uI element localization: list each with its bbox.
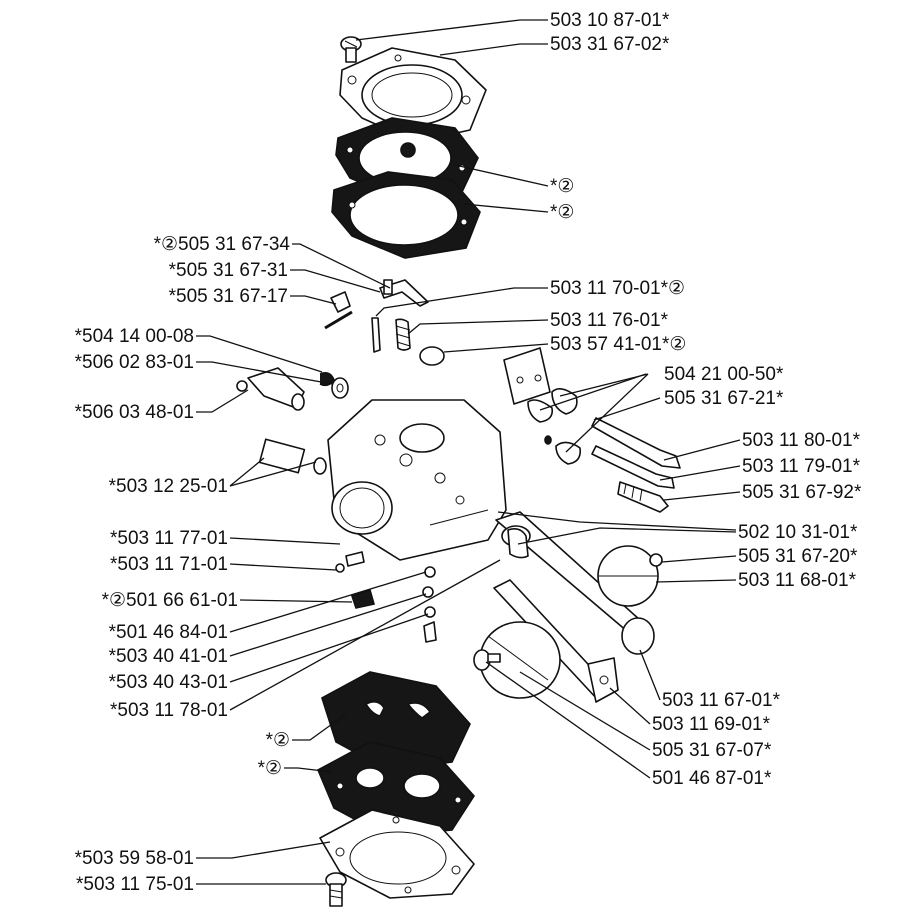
part-label: 505 31 67-92* (742, 482, 862, 503)
part-label: 503 11 80-01* (742, 430, 861, 451)
part-label: 502 10 31-01* (738, 522, 858, 543)
part-label: 503 11 76-01* (550, 310, 669, 331)
part-label: *503 59 58-01 (75, 848, 194, 869)
part-label: *503 12 25-01 (109, 476, 228, 497)
part-label: *501 46 84-01 (109, 622, 228, 643)
part-label: 503 10 87-01* (550, 10, 670, 31)
cover-screw-bottom-part (325, 872, 347, 907)
leader-lines (196, 19, 741, 885)
part-label: *503 40 41-01 (109, 646, 228, 667)
part-label: 503 11 67-01* (662, 690, 781, 711)
lever-parts (324, 279, 445, 366)
part-label: *②505 31 67-34 (154, 234, 291, 255)
part-label: *② (550, 176, 574, 197)
part-label: 505 31 67-07* (652, 740, 772, 761)
needle-screws-part (591, 417, 681, 513)
parts-drawing (236, 36, 681, 907)
part-label: *506 02 83-01 (75, 352, 194, 373)
pump-gasket-part (331, 171, 481, 259)
part-label: 504 21 00-50* (664, 364, 784, 385)
part-label: 501 46 87-01* (652, 768, 772, 789)
throttle-shaft-part (495, 511, 663, 655)
part-label: 505 31 67-20* (738, 546, 858, 567)
part-label: *② (266, 730, 290, 751)
part-label: *505 31 67-17 (169, 286, 288, 307)
adjuster-block-parts (503, 347, 582, 465)
cover-screw-part (340, 36, 362, 63)
part-label: 503 11 68-01* (738, 570, 857, 591)
metering-gasket-part (316, 741, 476, 837)
part-label: *②501 66 61-01 (102, 590, 238, 611)
part-label: *506 03 48-01 (75, 402, 194, 423)
part-label: 503 57 41-01*② (550, 334, 686, 355)
part-label: *504 14 00-08 (75, 326, 194, 347)
choke-plate-part (473, 579, 619, 703)
metering-cover-part (319, 809, 475, 899)
part-label: *503 11 75-01 (76, 874, 194, 895)
carburetor-body-part (258, 399, 507, 561)
metering-diaphragm-part (321, 671, 471, 771)
part-label: 503 11 70-01*② (550, 278, 685, 299)
part-label: *503 11 77-01 (110, 528, 228, 549)
part-label: 503 11 79-01* (742, 456, 861, 477)
part-label: 505 31 67-21* (664, 388, 784, 409)
part-label: *503 11 78-01 (110, 700, 228, 721)
part-label: 503 31 67-02* (550, 34, 670, 55)
small-parts-left (335, 528, 529, 643)
part-label: *503 40 43-01 (109, 672, 228, 693)
choke-shaft-parts (236, 367, 349, 411)
part-label: *505 31 67-31 (169, 260, 288, 281)
part-label: *503 11 71-01 (110, 554, 228, 575)
part-label: 503 11 69-01* (652, 714, 771, 735)
part-label: *② (258, 758, 282, 779)
part-labels: 503 10 87-01* 503 31 67-02* *② *② *②505 … (75, 10, 862, 895)
part-label: *② (550, 202, 574, 223)
